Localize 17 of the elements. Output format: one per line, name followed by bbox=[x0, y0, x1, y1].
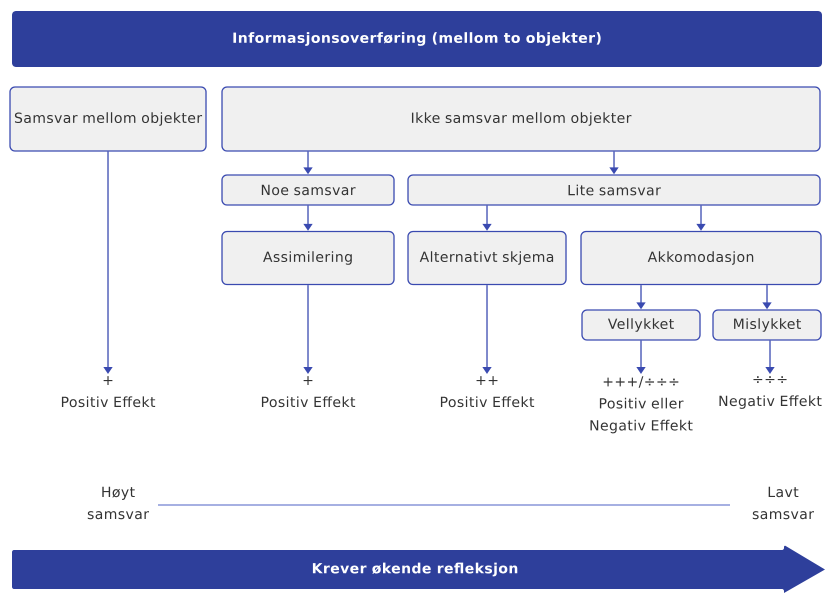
effect-text: ÷÷÷ Negativ Effekt bbox=[720, 376, 822, 409]
process-box: Mislykket bbox=[712, 309, 822, 341]
process-box: Vellykket bbox=[581, 309, 701, 341]
effect-text: + Positiv Effekt bbox=[62, 376, 156, 408]
process-box: Noe samsvar bbox=[221, 174, 395, 206]
process-box: Samsvar mellom objekter bbox=[9, 86, 207, 152]
process-box: Ikke samsvar mellom objekter bbox=[221, 86, 821, 152]
process-box: Alternativt skjema bbox=[407, 230, 567, 286]
process-box: Assimilering bbox=[221, 230, 395, 286]
title-band: Informasjonsoverføring (mellom to objekter) bbox=[12, 11, 822, 67]
process-box: Lite samsvar bbox=[407, 174, 821, 206]
scale-label: Høyt samsvar bbox=[88, 486, 149, 520]
effect-text: + Positiv Effekt bbox=[262, 376, 356, 408]
effect-text: ++ Positiv Effekt bbox=[440, 376, 534, 408]
process-box: Akkomodasjon bbox=[580, 230, 822, 286]
scale-label: Lavt samsvar bbox=[752, 486, 814, 520]
effect-text: +++/÷÷÷ Positiv eller Negativ Effekt bbox=[590, 376, 693, 434]
